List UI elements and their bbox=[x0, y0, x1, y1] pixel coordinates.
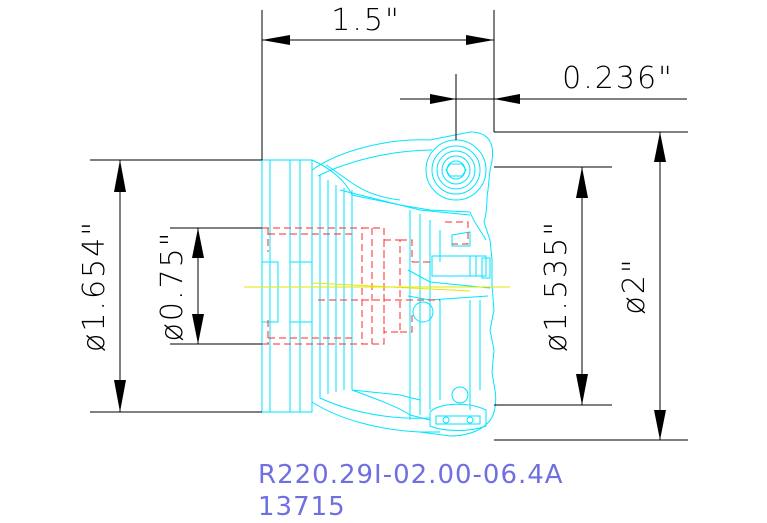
dim-cutting-diameter: ø2" bbox=[617, 257, 652, 314]
item-number-label: 13715 bbox=[258, 492, 346, 522]
hidden-bore-lines bbox=[262, 221, 469, 345]
cutter-body-outline bbox=[261, 131, 497, 437]
dim-inner-diameter: ø1.535" bbox=[539, 220, 574, 352]
dim-bore-diameter: ø0.75" bbox=[155, 231, 190, 342]
dim-insert-width: 0.236" bbox=[562, 61, 674, 96]
dim-overall-length: 1.5" bbox=[331, 3, 401, 38]
dimension-arrowheads bbox=[114, 35, 666, 440]
dim-body-diameter: ø1.654" bbox=[77, 220, 112, 352]
dimension-lines bbox=[90, 10, 688, 441]
part-number-label: R220.29I-02.00-06.4A bbox=[258, 460, 564, 490]
center-axis bbox=[244, 282, 510, 292]
